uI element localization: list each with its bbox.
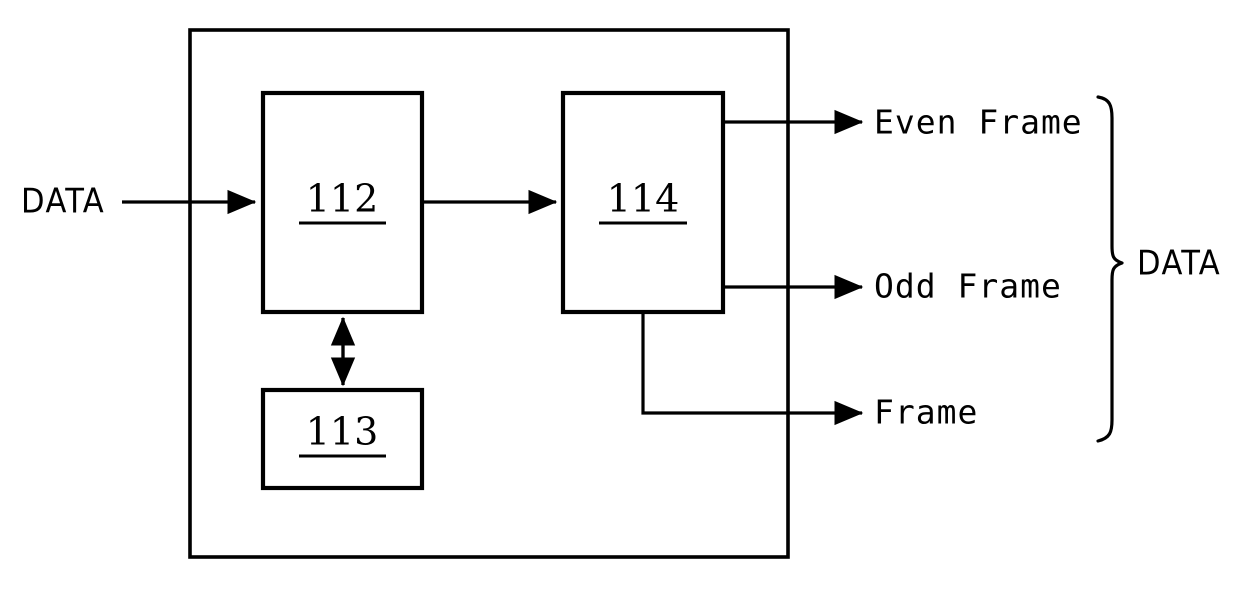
wire-114-to-frame — [641, 312, 864, 426]
output-even-frame-label: Even Frame — [874, 103, 1083, 142]
block-112-label: 112 — [306, 177, 379, 221]
output-frame-label: Frame — [874, 393, 978, 432]
block-113-label: 113 — [306, 410, 379, 454]
output-group-brace — [1096, 95, 1124, 443]
block-114-label: 114 — [607, 177, 680, 221]
outer-enclosure — [188, 28, 790, 559]
output-odd-frame-label: Odd Frame — [874, 267, 1062, 306]
block-113[interactable] — [260, 387, 425, 491]
input-data-label: DATA — [21, 182, 105, 222]
output-group-data-label: DATA — [1137, 244, 1221, 284]
block-112[interactable] — [260, 90, 425, 315]
